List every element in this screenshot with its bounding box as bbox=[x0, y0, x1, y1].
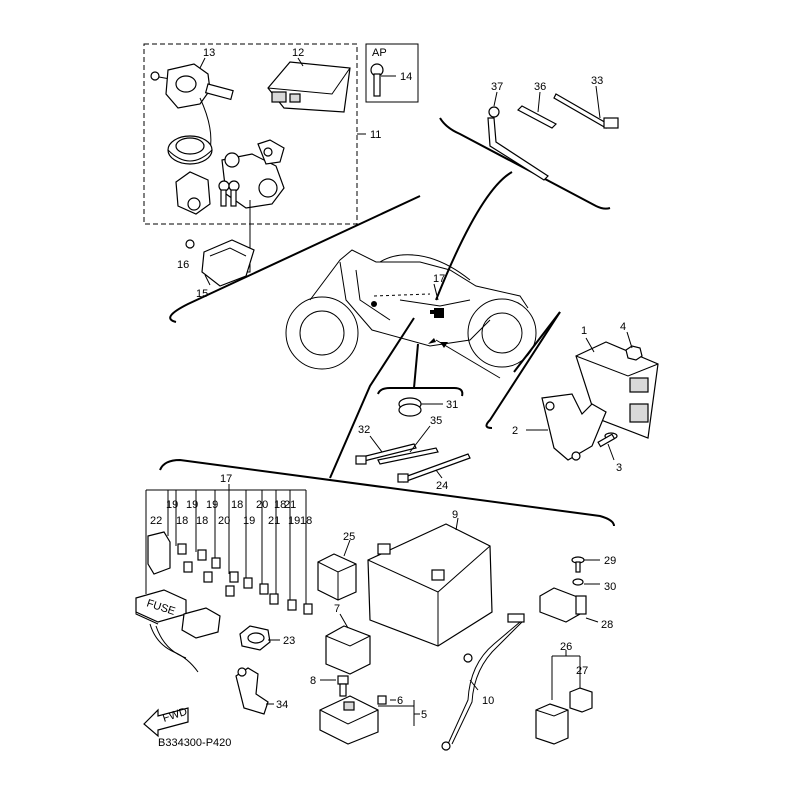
cable-tie-24-part bbox=[397, 453, 471, 483]
fuse-box-part bbox=[135, 531, 221, 673]
battery-part bbox=[367, 517, 493, 647]
keys-part bbox=[218, 180, 240, 207]
cable-tie-37-part bbox=[487, 91, 549, 181]
ties-panel-curve bbox=[377, 387, 464, 397]
upper-left-panel-curve bbox=[169, 195, 421, 323]
drawing-code: B334300-P420 bbox=[158, 737, 231, 749]
relay-25-part bbox=[317, 539, 357, 601]
upper-right-pointer bbox=[435, 171, 513, 301]
fuse-label-bottom-7: 18 bbox=[300, 515, 312, 527]
fuse-label-bottom-4: 19 bbox=[243, 515, 255, 527]
part-24-label: 24 bbox=[436, 480, 448, 492]
part-36-label: 36 bbox=[534, 81, 546, 93]
fuel-cap-lock-part bbox=[167, 135, 213, 165]
part-17-bike-label: 17 bbox=[433, 273, 445, 285]
relay-28-part bbox=[539, 587, 599, 623]
cable-tie-35-part bbox=[377, 425, 439, 465]
part-4-label: 4 bbox=[620, 321, 626, 333]
part-9-label: 9 bbox=[452, 509, 458, 521]
ecu-bracket-part bbox=[526, 393, 607, 461]
fuse-label-top-4: 18 bbox=[231, 499, 243, 511]
part-10-label: 10 bbox=[482, 695, 494, 707]
part-2-label: 2 bbox=[512, 425, 518, 437]
fuse-label-top-3: 19 bbox=[206, 499, 218, 511]
ignition-switch-part bbox=[221, 139, 285, 209]
bracket-34-part bbox=[235, 667, 274, 715]
fuse-label-bottom-6: 19 bbox=[288, 515, 300, 527]
bolt-8-part bbox=[320, 675, 349, 697]
blade-fuses bbox=[177, 543, 313, 615]
fuse-label-top-2: 19 bbox=[186, 499, 198, 511]
starter-relay-part bbox=[319, 695, 420, 745]
part-17-fuse-label: 17 bbox=[220, 473, 232, 485]
part-13-label: 13 bbox=[203, 47, 215, 59]
fuse-label-bottom-5: 21 bbox=[268, 515, 280, 527]
fuse-label-bottom-2: 18 bbox=[196, 515, 208, 527]
part-34-label: 34 bbox=[276, 699, 288, 711]
part-6-label: 6 bbox=[397, 695, 403, 707]
part-12-label: 12 bbox=[292, 47, 304, 59]
ap-key-box: AP bbox=[365, 43, 419, 103]
immobilizer-unit-part bbox=[267, 57, 351, 113]
part-28-label: 28 bbox=[601, 619, 613, 631]
nut-4-part bbox=[625, 331, 643, 361]
grommet-31-part bbox=[398, 397, 443, 417]
part-33-label: 33 bbox=[591, 75, 603, 87]
fuse-label-top-1: 19 bbox=[166, 499, 178, 511]
relay-cover-7-part bbox=[325, 613, 371, 675]
part-5-label: 5 bbox=[421, 709, 427, 721]
part-27-label: 27 bbox=[576, 665, 588, 677]
fuse-label-top-6: 18 bbox=[274, 499, 286, 511]
part-3-label: 3 bbox=[616, 462, 622, 474]
part-23-label: 23 bbox=[283, 635, 295, 647]
part-31-label: 31 bbox=[446, 399, 458, 411]
part-8-label: 8 bbox=[310, 675, 316, 687]
ap-label: AP bbox=[372, 47, 387, 59]
fuse-label-top-5: 20 bbox=[256, 499, 268, 511]
motorcycle-outline bbox=[285, 249, 537, 370]
clamp-23-part bbox=[239, 625, 280, 651]
clip-36-part bbox=[517, 91, 557, 129]
fuse-label-top-7: 21 bbox=[284, 499, 296, 511]
ecu-panel-curve bbox=[485, 311, 561, 429]
part-14-label: 14 bbox=[400, 71, 412, 83]
ties-panel-pointer bbox=[413, 343, 419, 389]
lower-panel-curve bbox=[159, 458, 615, 527]
part-29-label: 29 bbox=[604, 555, 616, 567]
fuse-label-bottom-3: 20 bbox=[218, 515, 230, 527]
key-set-group: 11 13 12 bbox=[143, 43, 381, 273]
part-11-label: 11 bbox=[370, 129, 381, 141]
part-35-label: 35 bbox=[430, 415, 442, 427]
relay-26-27-part bbox=[535, 650, 593, 745]
part-1-label: 1 bbox=[581, 325, 587, 337]
lower-panel-pointer bbox=[329, 317, 415, 479]
part-32-label: 32 bbox=[358, 424, 370, 436]
part-16-label: 16 bbox=[177, 259, 189, 271]
part-25-label: 25 bbox=[343, 531, 355, 543]
cable-tie-32-part bbox=[355, 435, 417, 465]
battery-cable-part bbox=[441, 613, 525, 751]
part-30-label: 30 bbox=[604, 581, 616, 593]
cable-tie-33-part bbox=[553, 85, 619, 129]
fuse-box-tree bbox=[145, 484, 307, 606]
part-7-label: 7 bbox=[334, 603, 340, 615]
washer-30-part bbox=[572, 578, 600, 586]
part-37-label: 37 bbox=[491, 81, 503, 93]
screw-29-part bbox=[571, 556, 600, 573]
helmet-lock-part bbox=[175, 171, 211, 215]
bolt-3-part bbox=[597, 432, 618, 461]
part-22-label: 22 bbox=[150, 515, 162, 527]
part-26-label: 26 bbox=[560, 641, 572, 653]
fwd-arrow bbox=[143, 707, 189, 738]
seat-lock-part bbox=[150, 57, 234, 109]
fuse-label-bottom-1: 18 bbox=[176, 515, 188, 527]
